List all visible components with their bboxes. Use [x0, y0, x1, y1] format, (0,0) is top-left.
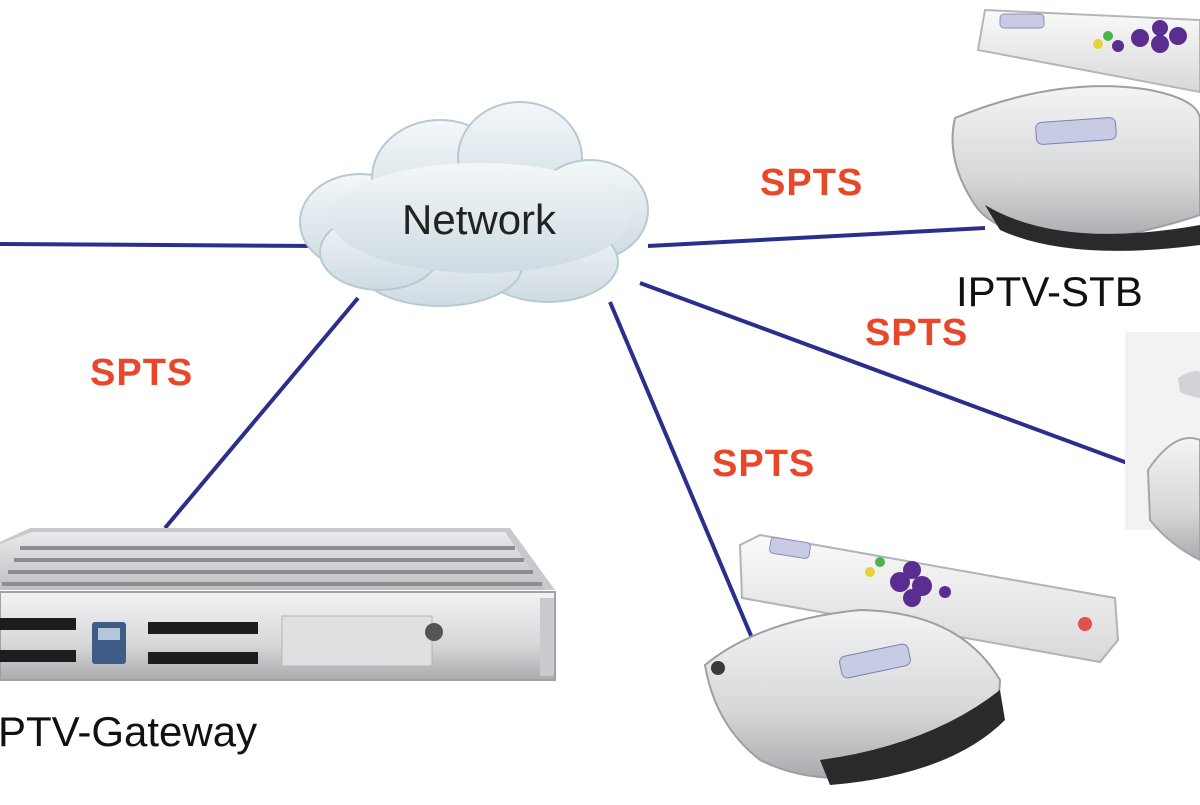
iptv-stb-right-device-icon: [1125, 332, 1200, 560]
network-cloud-label: Network: [402, 196, 556, 244]
remote-control-icon: [978, 10, 1200, 92]
link-stb-top: [648, 228, 985, 246]
spts-label-stb-bottom: SPTS: [712, 443, 815, 486]
spts-label-stb-right: SPTS: [865, 312, 968, 355]
link-gateway: [165, 298, 358, 528]
iptv-stb-label: IPTV-STB: [956, 268, 1143, 316]
iptv-gateway-device-icon: [0, 528, 555, 680]
iptv-stb-bottom-device-icon: [705, 535, 1118, 785]
link-left-edge: [0, 244, 318, 246]
spts-label-gateway: SPTS: [90, 352, 193, 395]
iptv-stb-top-device-icon: [953, 10, 1200, 251]
iptv-gateway-label: PTV-Gateway: [0, 708, 257, 756]
spts-label-stb-top: SPTS: [760, 162, 863, 205]
